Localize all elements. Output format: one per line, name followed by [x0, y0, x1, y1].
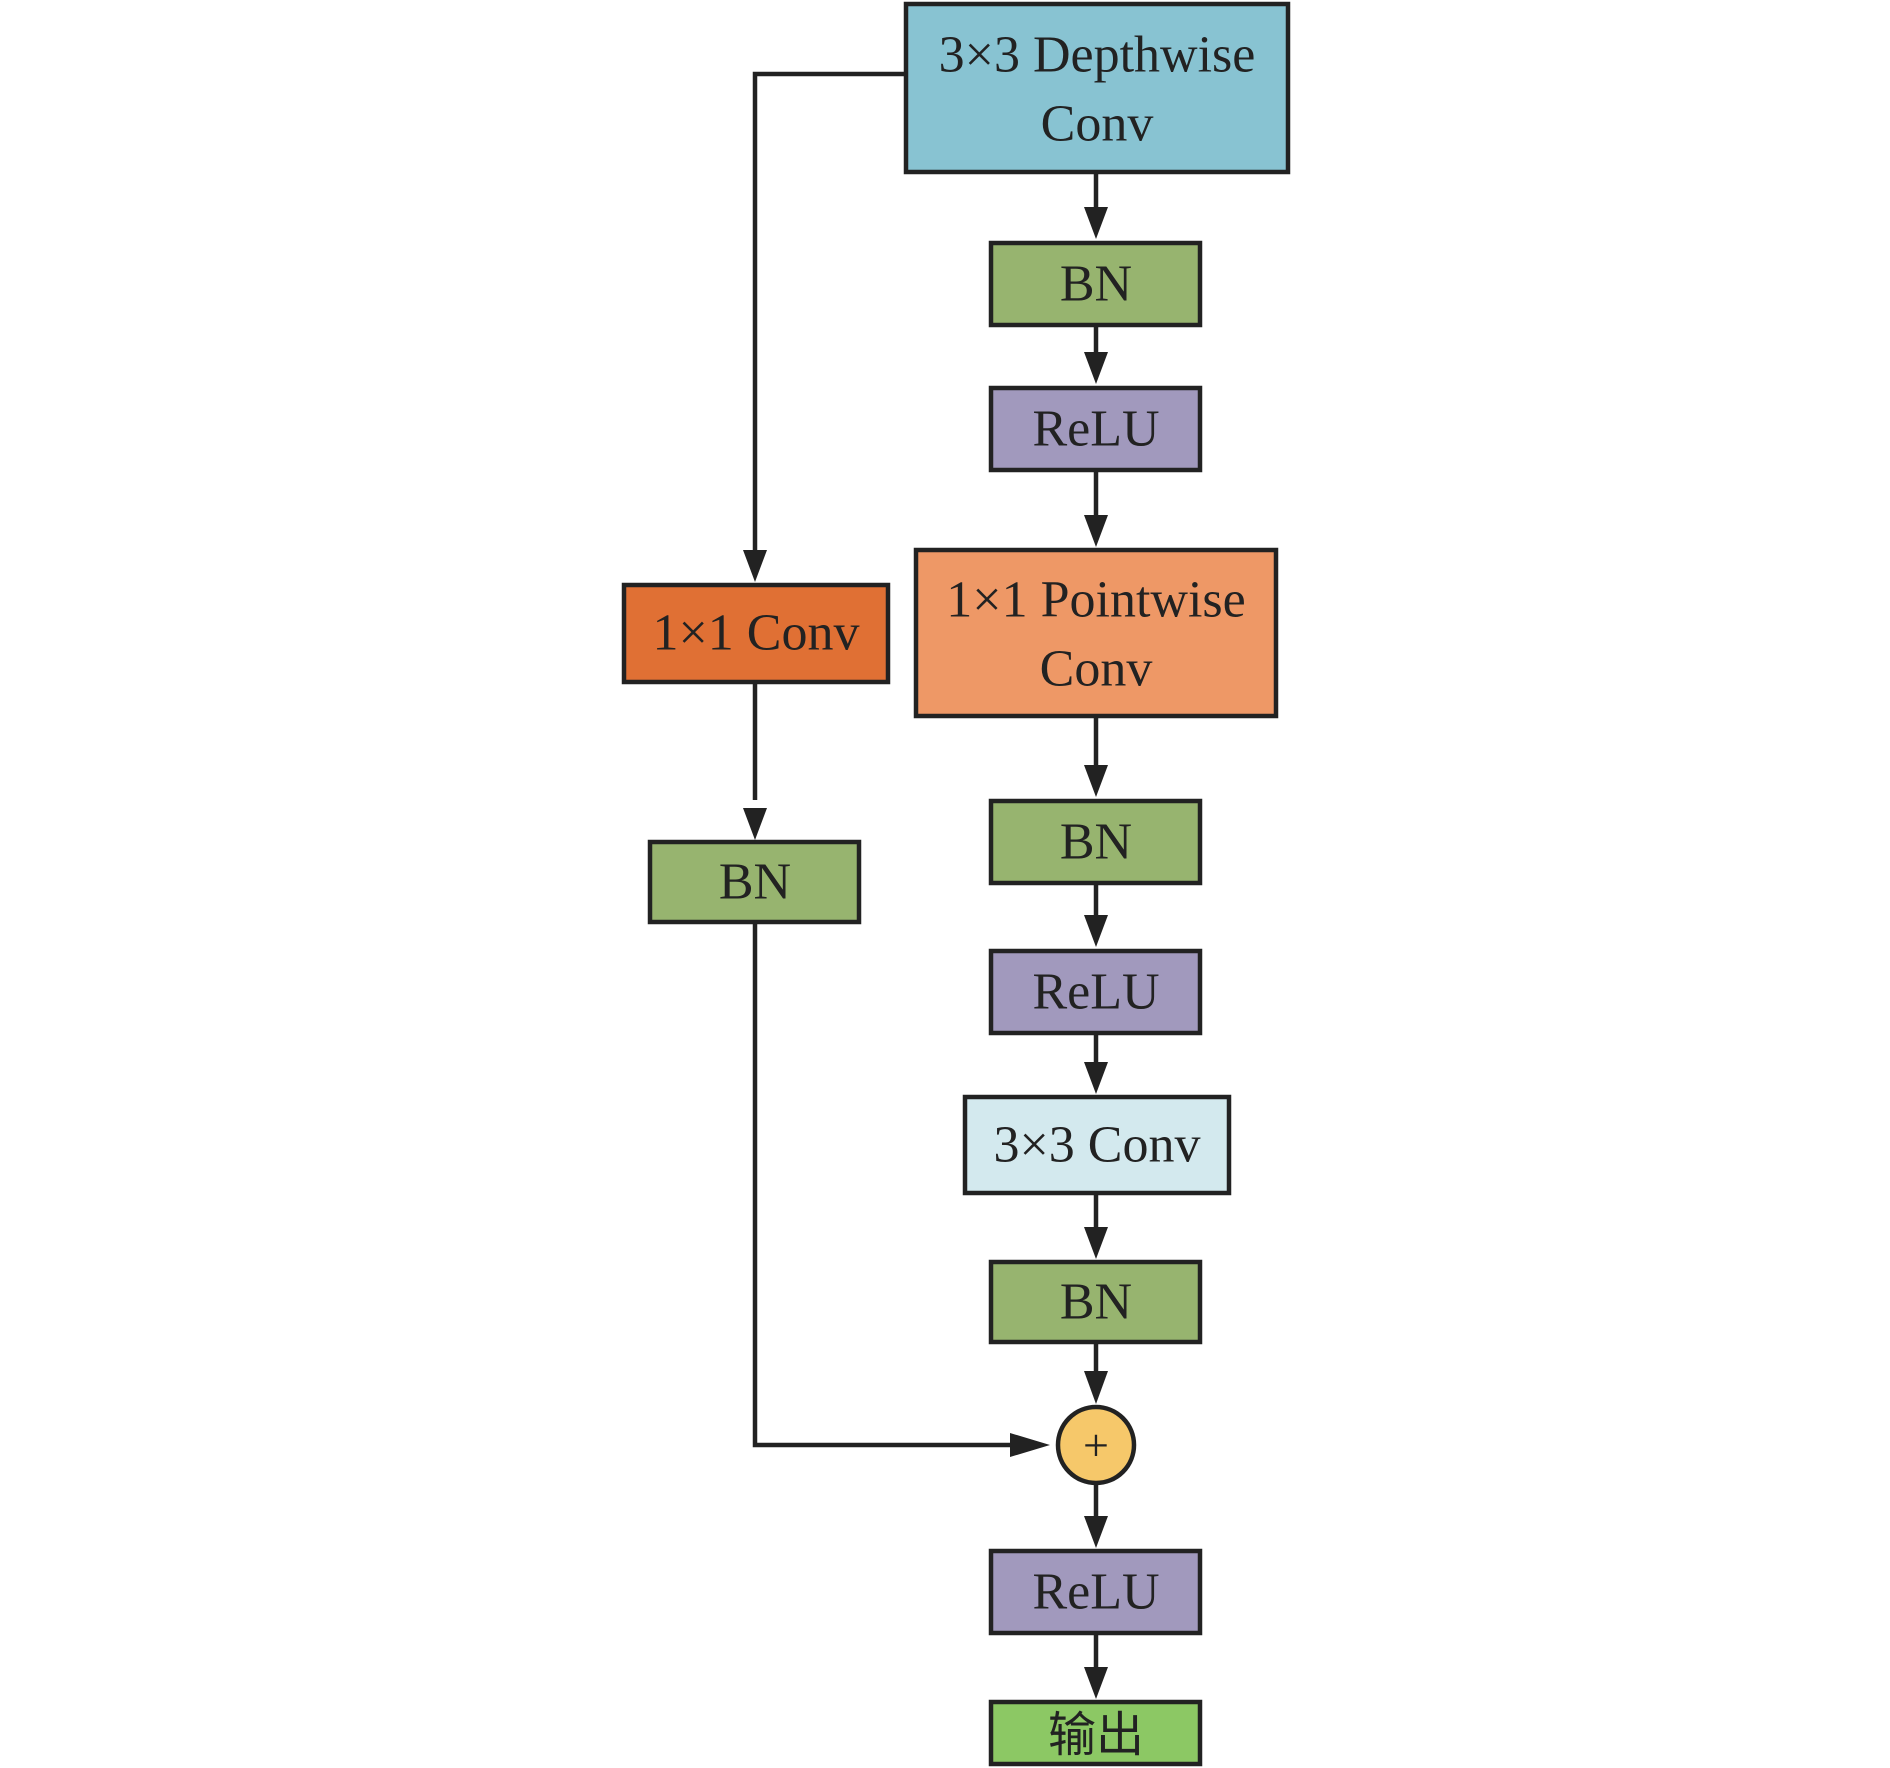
depthwise-conv-box: [903, 1, 1291, 175]
bn-box-1: [988, 240, 1203, 328]
output-node: 输出: [988, 1699, 1203, 1767]
bn-node-3: BN: [988, 1259, 1203, 1345]
output-box: [988, 1699, 1203, 1767]
pointwise-conv-label-line1: 1×1 Pointwise: [946, 572, 1245, 629]
arrowhead-to-output: [1084, 1667, 1108, 1699]
pointwise-conv-box: [913, 547, 1279, 719]
arrowhead-to-relu-2: [1084, 915, 1108, 947]
conv-1x1-node: 1×1 Conv: [621, 582, 891, 685]
connectors: [743, 71, 1108, 1699]
depthwise-conv-node: 3×3 Depthwise Conv: [903, 1, 1291, 175]
bn-side-label: BN: [719, 854, 791, 911]
arrowhead-to-add-top: [1084, 1371, 1108, 1404]
relu-box-2: [988, 948, 1203, 1036]
relu-label-3: ReLU: [1032, 1564, 1159, 1621]
bn-box-3: [988, 1259, 1203, 1345]
arrowhead-to-conv3x3: [1084, 1062, 1108, 1094]
depthwise-conv-label-line1: 3×3 Depthwise: [939, 27, 1256, 84]
relu-node-1: ReLU: [988, 385, 1203, 473]
relu-node-3: ReLU: [988, 1548, 1203, 1636]
relu-label-1: ReLU: [1032, 401, 1159, 458]
relu-box-1: [988, 385, 1203, 473]
arrowhead-to-bn-2: [1084, 765, 1108, 797]
pointwise-conv-node: 1×1 Pointwise Conv: [913, 547, 1279, 719]
conv-1x1-label: 1×1 Conv: [652, 605, 859, 662]
arrowhead-to-relu-1: [1084, 352, 1108, 384]
arrowhead-to-bn-3: [1084, 1227, 1108, 1259]
output-label: 输出: [1048, 1707, 1144, 1763]
bn-label-3: BN: [1060, 1274, 1132, 1331]
arrowhead-to-conv1x1: [743, 550, 767, 582]
conv-3x3-box: [962, 1094, 1232, 1196]
arrowhead-to-add-left: [1010, 1433, 1050, 1457]
pointwise-conv-label-line2: Conv: [1040, 641, 1153, 698]
relu-label-2: ReLU: [1032, 964, 1159, 1021]
bn-node-2: BN: [988, 798, 1203, 886]
arrowhead-to-side-bn: [743, 808, 767, 840]
add-symbol: +: [1083, 1420, 1109, 1471]
add-node: +: [1055, 1404, 1137, 1486]
bn-box-2: [988, 798, 1203, 886]
line-side-bn-to-add: [752, 922, 1018, 1448]
bn-side-box: [647, 839, 862, 925]
depthwise-conv-label-line2: Conv: [1041, 96, 1154, 153]
bn-label-2: BN: [1060, 814, 1132, 871]
conv-1x1-box: [621, 582, 891, 685]
arrowhead-to-pointwise: [1084, 515, 1108, 547]
relu-node-2: ReLU: [988, 948, 1203, 1036]
add-circle: [1055, 1404, 1137, 1486]
arrowhead-to-bn-1: [1084, 207, 1108, 239]
arrowhead-to-relu-3: [1084, 1516, 1108, 1548]
bn-label-1: BN: [1060, 256, 1132, 313]
bn-node-1: BN: [988, 240, 1203, 328]
conv-3x3-node: 3×3 Conv: [962, 1094, 1232, 1196]
relu-box-3: [988, 1548, 1203, 1636]
skip-branch-line: [752, 71, 906, 560]
bn-side-node: BN: [647, 839, 862, 925]
conv-3x3-label: 3×3 Conv: [993, 1117, 1200, 1174]
